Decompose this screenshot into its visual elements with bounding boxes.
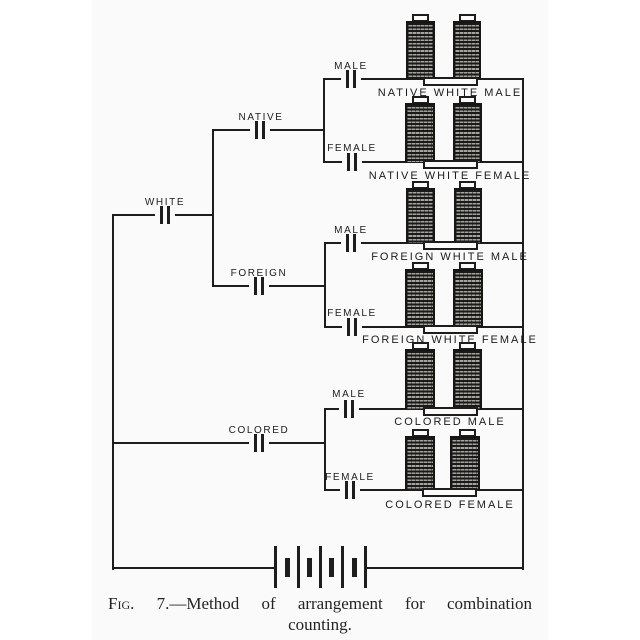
- foreign-contact-label: FOREIGN: [230, 268, 288, 279]
- counter-coil-icon: [406, 21, 435, 79]
- coil-bracket-icon: [423, 407, 478, 416]
- white-contact-icon: [155, 206, 175, 224]
- native-female-contact-label: FEMALE: [327, 143, 377, 154]
- wire-foreign-feeder: [212, 285, 326, 287]
- coil-bracket-icon: [423, 241, 478, 250]
- wire-colored-branch-vertical: [324, 408, 326, 491]
- wire-colored-feeder: [112, 442, 326, 444]
- caption-line-2: counting.: [288, 615, 352, 634]
- counter-coil-icon: [453, 349, 482, 409]
- battery-plate-long: [297, 546, 300, 588]
- counter-coil-icon: [453, 269, 483, 327]
- counter-coil-icon: [450, 436, 480, 490]
- colored-female-contact-label: FEMALE: [325, 472, 375, 483]
- coil-bracket-icon: [423, 77, 478, 86]
- counter-label-colored-female: COLORED FEMALE: [385, 499, 515, 511]
- colored-male-contact-label: MALE: [332, 389, 366, 400]
- counter-label-foreign-white-female: FOREIGN WHITE FEMALE: [362, 334, 538, 346]
- counter-coil-icon: [405, 269, 435, 327]
- counter-coil-icon: [406, 188, 435, 243]
- coil-bracket-icon: [423, 325, 478, 334]
- counter-coil-icon: [454, 188, 482, 243]
- counter-coil-icon: [453, 103, 482, 162]
- counter-label-native-white-female: NATIVE WHITE FEMALE: [368, 170, 532, 182]
- foreign-male-contact-label: MALE: [334, 225, 368, 236]
- native-female-contact-icon: [342, 153, 362, 171]
- caption-fig-number: Fig. 7.: [108, 594, 170, 613]
- counter-coil-icon: [405, 103, 435, 162]
- foreign-male-contact-icon: [341, 234, 361, 252]
- colored-male-contact-icon: [339, 400, 359, 418]
- battery-plate-short: [285, 558, 290, 577]
- coil-bracket-icon: [422, 488, 477, 497]
- battery-plate-long: [341, 546, 344, 588]
- wire-left-bus: [112, 214, 114, 570]
- battery-plate-short: [307, 558, 312, 577]
- colored-contact-icon: [249, 434, 269, 452]
- battery-plate-long: [319, 546, 322, 588]
- caption-text: —Method of arrangement for combination: [169, 594, 532, 613]
- native-contact-label: NATIVE: [238, 112, 284, 123]
- white-contact-label: WHITE: [144, 197, 186, 208]
- foreign-female-contact-icon: [342, 318, 362, 336]
- counter-coil-icon: [453, 21, 481, 79]
- counter-coil-icon: [405, 436, 435, 490]
- wire-native-branch-vertical: [323, 78, 325, 163]
- wire-battery-right: [366, 567, 524, 569]
- colored-female-contact-icon: [340, 481, 360, 499]
- battery-plate-short: [329, 558, 334, 577]
- wire-white-branch-vertical: [212, 129, 214, 287]
- wire-battery-left: [112, 567, 275, 569]
- native-male-contact-icon: [341, 70, 361, 88]
- native-contact-icon: [250, 121, 270, 139]
- counter-coil-icon: [405, 349, 435, 409]
- native-male-contact-label: MALE: [334, 61, 368, 72]
- foreign-contact-icon: [249, 277, 269, 295]
- coil-bracket-icon: [423, 160, 478, 169]
- foreign-female-contact-label: FEMALE: [327, 308, 377, 319]
- figure-caption: Fig. 7.—Method of arrangement for combin…: [92, 594, 548, 635]
- counter-label-foreign-white-male: FOREIGN WHITE MALE: [371, 251, 529, 263]
- battery-plate-short: [352, 558, 357, 577]
- battery-plate-long: [274, 546, 277, 588]
- counter-label-colored-male: COLORED MALE: [394, 416, 506, 428]
- caption-line-1: Fig. 7.—Method of arrangement for combin…: [108, 594, 532, 614]
- colored-contact-label: COLORED: [228, 425, 290, 436]
- counter-label-native-white-male: NATIVE WHITE MALE: [377, 87, 523, 99]
- battery-plate-long: [364, 546, 367, 588]
- wire-right-bus: [522, 78, 524, 570]
